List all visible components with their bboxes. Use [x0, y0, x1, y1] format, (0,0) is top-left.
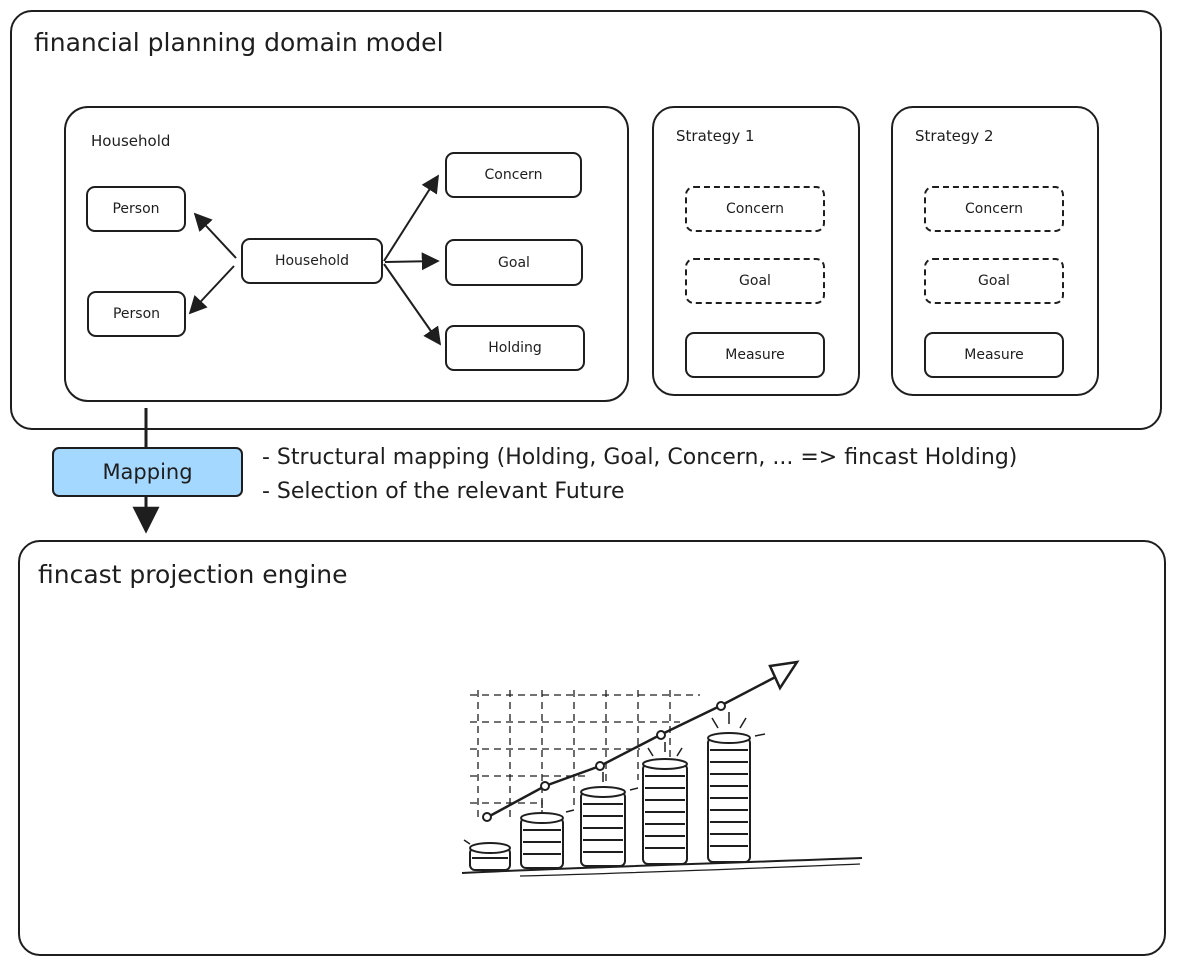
strategy-2-measure-label: Measure [964, 347, 1024, 363]
domain-model-title: financial planning domain model [34, 28, 444, 57]
person-node-1: Person [86, 186, 186, 232]
engine-container [18, 540, 1166, 956]
strategy-1-goal-label: Goal [739, 273, 771, 289]
strategy-1-measure-label: Measure [725, 347, 785, 363]
holding-node: Holding [445, 325, 585, 371]
strategy-2-goal-label: Goal [978, 273, 1010, 289]
strategy-1-title: Strategy 1 [676, 127, 755, 145]
concern-node-label: Concern [484, 167, 543, 183]
strategy-2-group [891, 106, 1099, 396]
strategy-1-concern: Concern [685, 186, 825, 232]
mapping-label: Mapping [102, 460, 193, 484]
strategy-2-measure: Measure [924, 332, 1064, 378]
strategy-2-title: Strategy 2 [915, 127, 994, 145]
goal-node: Goal [445, 239, 583, 286]
mapping-note-2: - Selection of the relevant Future [262, 479, 625, 504]
strategy-1-concern-label: Concern [726, 201, 784, 217]
household-group-title: Household [91, 132, 171, 150]
household-group [64, 106, 629, 402]
engine-title: fincast projection engine [38, 560, 348, 589]
strategy-1-measure: Measure [685, 332, 825, 378]
strategy-1-goal: Goal [685, 258, 825, 304]
strategy-2-concern-label: Concern [965, 201, 1023, 217]
holding-node-label: Holding [488, 340, 542, 356]
person-node-1-label: Person [112, 201, 160, 217]
person-node-2: Person [87, 291, 186, 337]
mapping-box: Mapping [52, 447, 243, 497]
mapping-note-1: - Structural mapping (Holding, Goal, Con… [262, 445, 1018, 470]
person-node-2-label: Person [112, 306, 161, 322]
strategy-2-goal: Goal [924, 258, 1064, 304]
concern-node: Concern [445, 152, 582, 198]
household-node: Household [241, 238, 383, 284]
strategy-2-concern: Concern [924, 186, 1064, 232]
household-node-label: Household [274, 253, 350, 269]
domain-model-container [10, 10, 1162, 430]
goal-node-label: Goal [498, 254, 530, 271]
strategy-1-group [652, 106, 860, 396]
